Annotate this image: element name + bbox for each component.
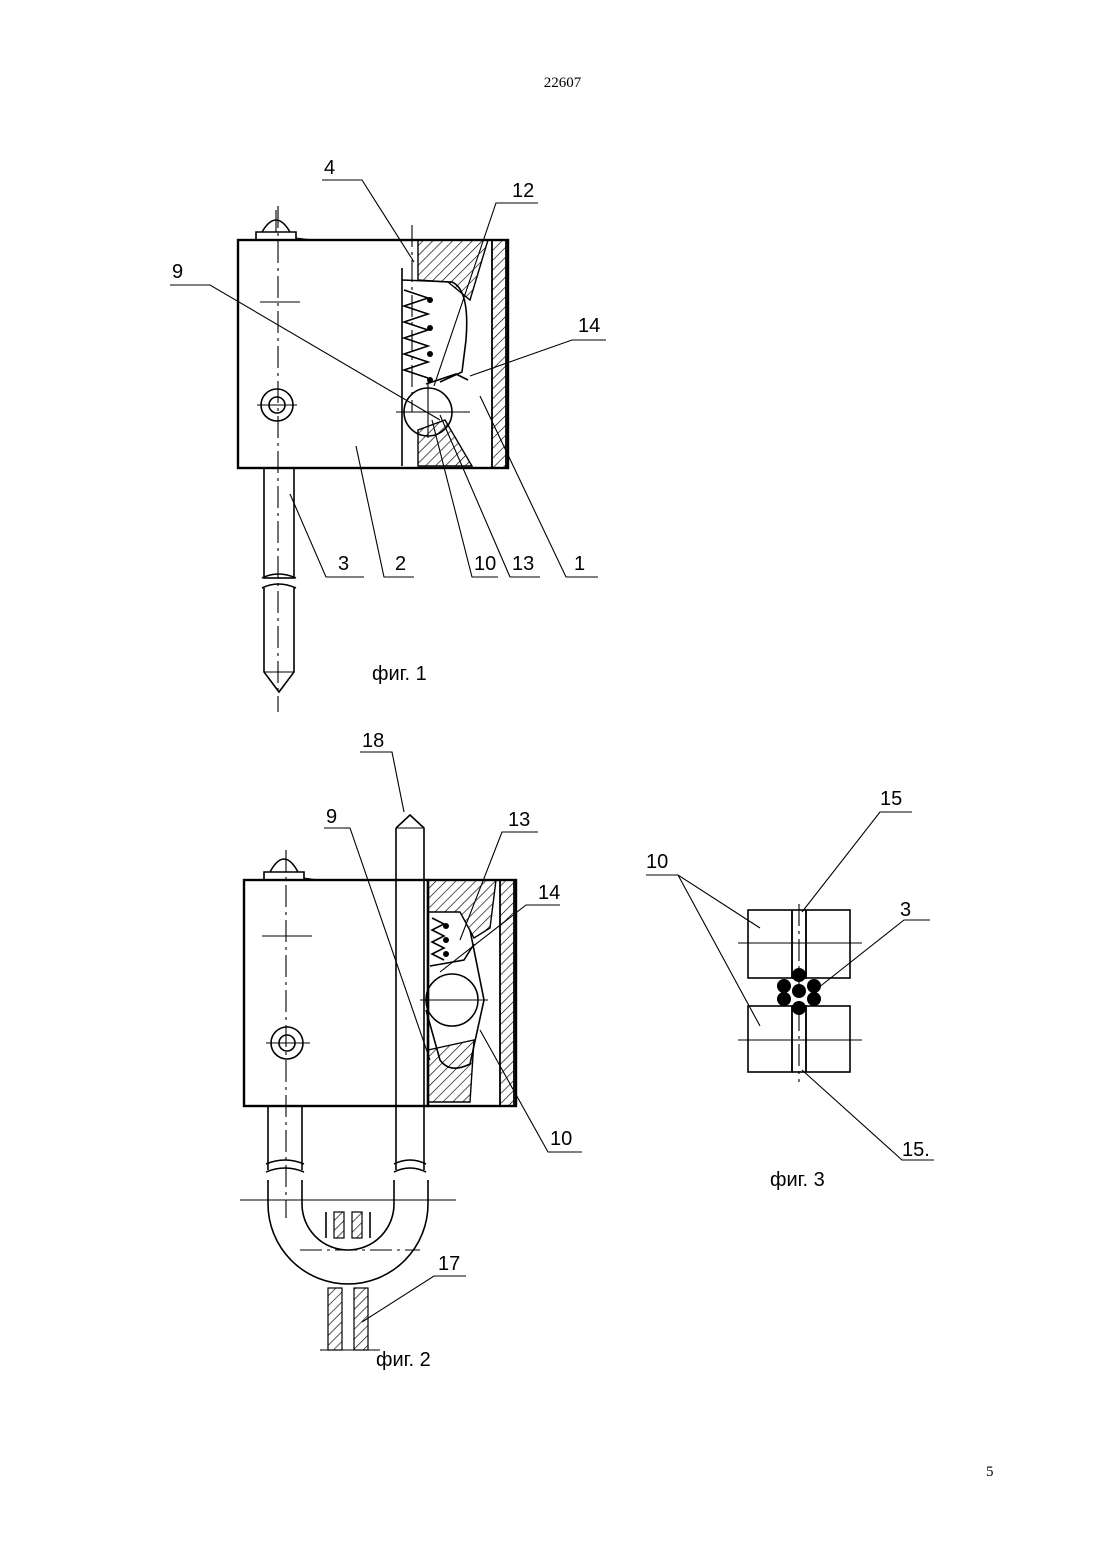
fig1-cover-plate [492, 240, 506, 468]
fig2-label-17: 17 [438, 1253, 460, 1275]
fig3-caption: фиг. 3 [770, 1169, 825, 1191]
fig1-label-13: 13 [512, 553, 534, 575]
fig2-spring [432, 918, 444, 960]
fig1-label-12: 12 [512, 180, 534, 202]
fig1-label-4: 4 [324, 157, 335, 179]
fig1-caption: фиг. 1 [372, 663, 427, 685]
fig1-label-9: 9 [172, 261, 183, 283]
fig3-label-10: 10 [646, 851, 668, 873]
fig3-roller-bottom-right [806, 1006, 850, 1072]
fig3-roller-top-left [748, 910, 792, 978]
fig2-leaders [324, 752, 582, 1322]
fig1-rod-tip [264, 588, 294, 692]
fig2-rod-17-left [328, 1288, 342, 1350]
fig1-label-3: 3 [338, 553, 349, 575]
fig2-lower-wedge [428, 1040, 474, 1102]
fig1-label-2: 2 [395, 553, 406, 575]
fig2-top-knob [264, 859, 304, 880]
fig2-label-10: 10 [550, 1128, 572, 1150]
fig1-rod [264, 468, 294, 578]
fig3-wire-bundle [777, 968, 821, 1015]
fig3-label-15-bottom: 15. [902, 1139, 930, 1161]
fig3-label-15-top: 15 [880, 788, 902, 810]
fig2-label-14: 14 [538, 882, 560, 904]
fig2-caption: фиг. 2 [376, 1349, 431, 1371]
fig2-label-18: 18 [362, 730, 384, 752]
figure-3: 15 10 3 15. фиг. 3 [646, 788, 934, 1191]
fig1-upper-wedge [418, 240, 488, 300]
fig2-label-13: 13 [508, 809, 530, 831]
fig2-housing [244, 880, 428, 1106]
fig1-label-10: 10 [474, 553, 496, 575]
fig2-rod [396, 815, 424, 1170]
fig1-spring [404, 290, 428, 378]
fig2-upper-wedge [428, 880, 496, 938]
figure-1: 4 12 9 14 3 2 10 13 1 фиг. 1 [170, 157, 606, 712]
fig1-label-14: 14 [578, 315, 600, 337]
fig2-label-9: 9 [326, 806, 337, 828]
figure-2: 18 9 13 14 10 17 фиг. 2 [240, 730, 582, 1371]
fig1-label-1: 1 [574, 553, 585, 575]
fig3-label-3: 3 [900, 899, 911, 921]
fig2-u-bend [268, 1180, 428, 1284]
fig2-cover-plate [500, 880, 514, 1106]
